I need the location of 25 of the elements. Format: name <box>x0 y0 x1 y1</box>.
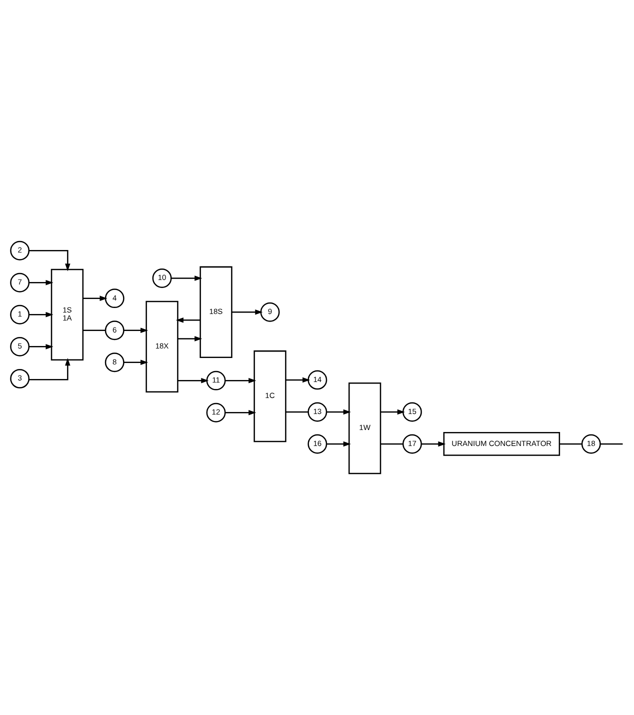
arrow <box>178 378 209 384</box>
arrow <box>326 441 351 447</box>
arrow <box>29 358 70 380</box>
arrow <box>28 344 54 350</box>
arrow <box>28 312 54 318</box>
arrow <box>326 409 351 415</box>
connector <box>380 443 403 445</box>
arrow <box>83 296 108 301</box>
connector <box>83 330 106 331</box>
arrow <box>380 409 405 415</box>
arrow <box>124 360 148 365</box>
connector <box>600 443 623 445</box>
arrow <box>28 280 54 286</box>
arrow <box>421 441 446 447</box>
connector <box>560 443 582 445</box>
arrow <box>29 250 70 272</box>
arrow <box>225 378 256 384</box>
arrow <box>124 328 148 333</box>
arrow <box>286 377 310 383</box>
arrow <box>178 336 202 342</box>
arrow <box>232 310 263 315</box>
connector <box>286 411 308 413</box>
arrow <box>225 410 256 416</box>
arrow <box>171 276 202 281</box>
arrow <box>176 317 200 323</box>
